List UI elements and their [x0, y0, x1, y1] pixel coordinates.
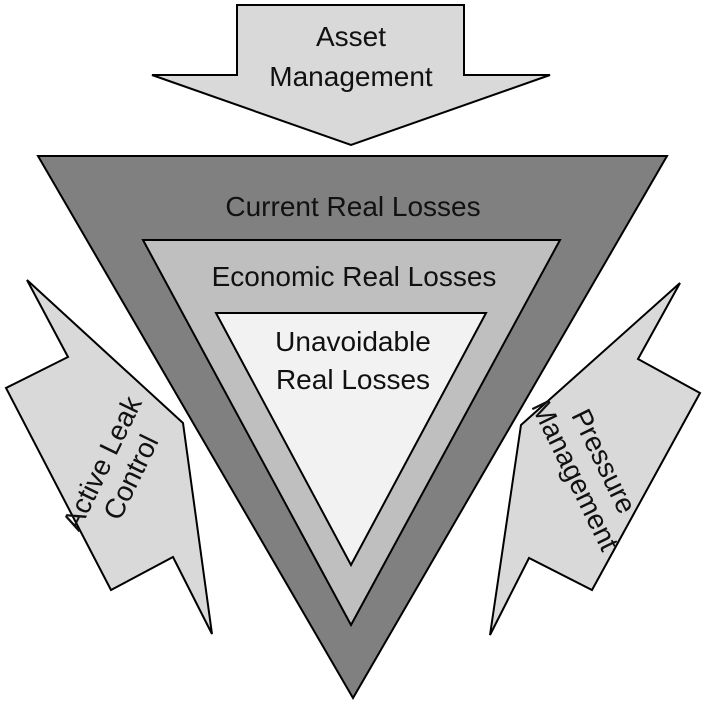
pressure-management-arrow: Pressure Management	[489, 282, 702, 636]
unavoidable-label-line2: Real Losses	[276, 364, 430, 395]
unavoidable-real-losses-triangle	[214, 312, 488, 568]
arrow-shape-left	[4, 279, 213, 635]
arrow-shape-top	[151, 4, 551, 147]
asset-management-arrow: Asset Management	[151, 4, 551, 147]
arrow-label-top-line2: Management	[269, 61, 433, 92]
economic-real-losses-label: Economic Real Losses	[212, 261, 497, 292]
active-leak-control-arrow: Active Leak Control	[4, 279, 213, 635]
arrow-label-top-line1: Asset	[316, 21, 386, 52]
arrow-shape-right	[489, 282, 702, 636]
unavoidable-label-line1: Unavoidable	[275, 326, 431, 357]
current-real-losses-label: Current Real Losses	[225, 191, 480, 222]
